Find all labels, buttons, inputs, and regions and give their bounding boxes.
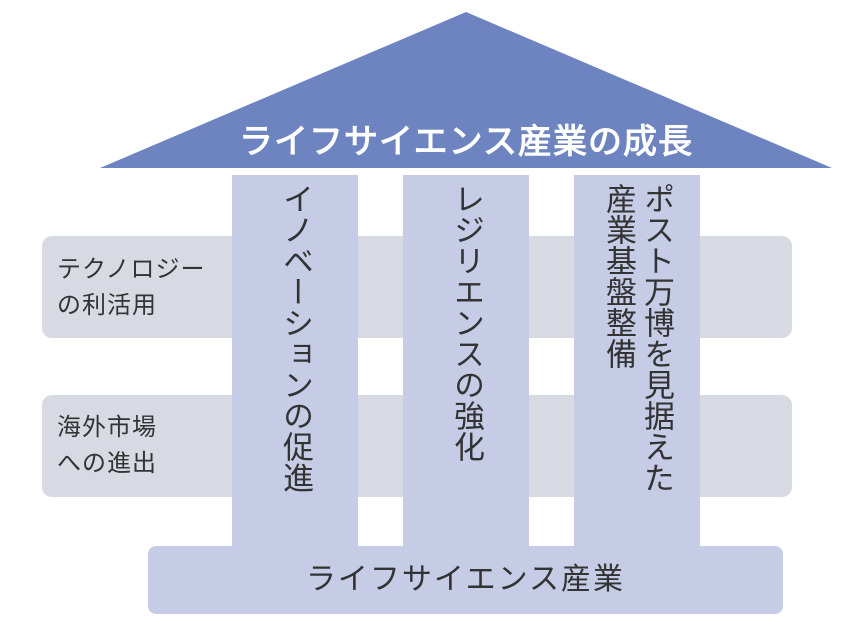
base-label: ライフサイエンス産業 (305, 562, 626, 597)
pillar-resilience: レジリエンスの強化 (403, 175, 529, 550)
base: ライフサイエンス産業 (148, 546, 783, 614)
pillar-text-innovation: イノベーションの促進 (277, 183, 313, 493)
roof-shape (100, 12, 832, 168)
pillar-innovation: イノベーションの促進 (232, 175, 358, 550)
roof-title: ライフサイエンス産業の成長 (239, 122, 693, 162)
band-label-technology: テクノロジー の利活用 (57, 255, 206, 319)
pillar-text-post-expo: ポスト万博を見据えた 産業基盤整備 (600, 183, 674, 493)
band-label-overseas: 海外市場 への進出 (57, 413, 157, 477)
pillar-post-expo: ポスト万博を見据えた 産業基盤整備 (574, 175, 700, 550)
pillar-text-resilience: レジリエンスの強化 (448, 183, 484, 462)
